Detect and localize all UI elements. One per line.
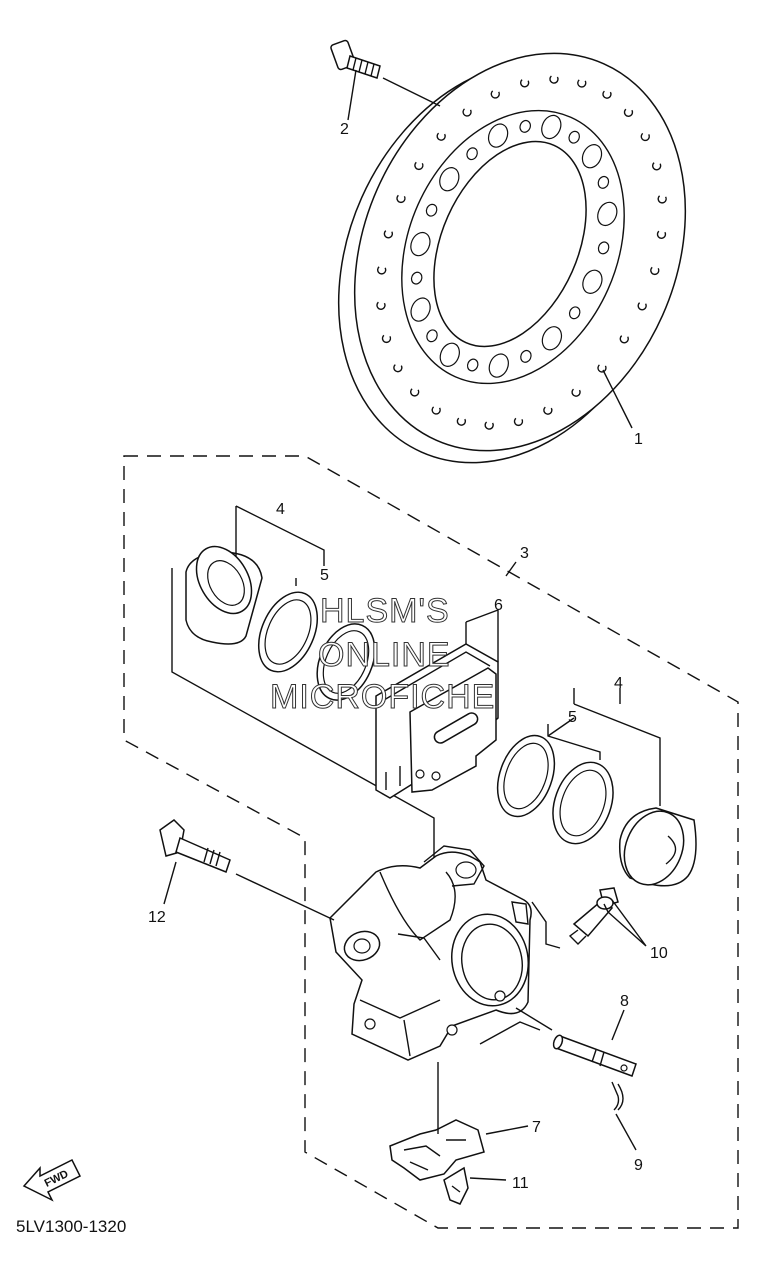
callout-6: 6 [494, 597, 503, 614]
disc-mount-hole [519, 119, 531, 133]
disc-mount-hole [439, 167, 460, 192]
disc-mount-hole [541, 114, 562, 140]
disc-mount-hole [597, 175, 610, 189]
disc-drilled-hole [436, 132, 446, 141]
watermark-line-1: HLSM'S [320, 592, 450, 630]
caliper-bolt [159, 819, 231, 873]
disc-mount-hole [582, 269, 603, 294]
pad-spring [389, 1119, 485, 1181]
disc-mount-hole [466, 147, 478, 161]
callout-4-right: 4 [614, 675, 623, 692]
disc-drilled-hole [650, 266, 660, 276]
disc-drilled-hole [623, 108, 634, 117]
callout-12: 12 [148, 909, 166, 926]
disc-drilled-hole [396, 194, 406, 204]
callout-8: 8 [620, 993, 629, 1010]
bleed-screw [568, 887, 619, 945]
disc-drilled-hole [431, 406, 441, 415]
watermark-line-2: ONLINE [318, 636, 451, 674]
disc-mount-hole [597, 241, 610, 255]
diagram-part-code: 5LV1300-1320 [16, 1217, 126, 1236]
callout-10: 10 [650, 945, 668, 962]
callout-11: 11 [512, 1175, 529, 1192]
callout-4-left: 4 [276, 501, 285, 518]
callout-2: 2 [340, 121, 349, 138]
disc-mount-hole [568, 130, 580, 144]
callout-5-left: 5 [320, 567, 329, 584]
disc-mount-hole [597, 201, 618, 227]
disc-drilled-hole [490, 90, 500, 99]
disc-bolt [330, 39, 441, 121]
callout-9: 9 [634, 1157, 643, 1174]
brake-pads [375, 608, 499, 799]
disc-mount-hole [439, 342, 460, 367]
caliper-assembly-boundary [123, 455, 739, 1229]
disc-mount-hole [410, 297, 431, 322]
disc-mount-holes [410, 114, 618, 378]
disc-mount-hole [410, 231, 431, 257]
piston-seal-right [552, 761, 614, 845]
watermark: HLSM'S ONLINE MICROFICHE [270, 592, 495, 717]
disc-drilled-hole [376, 266, 387, 275]
disc-drilled-hole [393, 364, 403, 373]
disc-drilled-hole [657, 195, 667, 204]
callout-3: 3 [520, 545, 529, 562]
brake-disc [337, 52, 687, 464]
watermark-line-3: MICROFICHE [270, 678, 495, 716]
disc-drilled-hole [651, 162, 662, 171]
disc-mount-hole [410, 271, 423, 285]
piston-right [618, 807, 697, 887]
dust-seal-right [496, 734, 556, 818]
disc-drilled-hole [513, 417, 524, 427]
disc-drilled-hole [571, 388, 581, 397]
disc-mount-hole [487, 123, 509, 148]
dust-seal-left [316, 623, 376, 701]
callout-1: 1 [634, 431, 643, 448]
disc-drilled-hole [456, 417, 467, 426]
disc-mount-hole [541, 326, 563, 351]
disc-drilled-hole [637, 302, 647, 311]
caliper-body [329, 845, 532, 1061]
disc-mount-hole [520, 349, 532, 363]
piston-seal-left [257, 591, 319, 673]
disc-drilled-hole [381, 334, 392, 344]
disc-drilled-hole [409, 388, 420, 397]
disc-drilled-hole [597, 364, 607, 373]
pad-pin [552, 1034, 637, 1077]
disc-mount-hole [466, 358, 479, 372]
disc-mount-hole [426, 329, 438, 343]
disc-drilled-hole [602, 90, 612, 99]
callout-5-right: 5 [568, 709, 577, 726]
disc-drilled-hole [376, 301, 386, 310]
callout-7: 7 [532, 1119, 541, 1136]
disc-drilled-hole [484, 421, 494, 430]
pad-support [443, 1166, 469, 1205]
fwd-arrow-icon: FWD [22, 1158, 82, 1202]
disc-mount-hole [568, 306, 581, 320]
disc-drilled-hole [383, 230, 394, 239]
pin-clip [611, 1081, 624, 1111]
piston-left [185, 545, 263, 645]
disc-drilled-hole [640, 132, 650, 142]
disc-drilled-hole [462, 108, 472, 117]
disc-mount-hole [581, 144, 603, 169]
disc-drilled-hole [519, 79, 530, 88]
disc-drilled-hole [549, 75, 559, 84]
disc-drilled-hole [543, 406, 553, 415]
disc-mount-hole [488, 353, 509, 378]
disc-drilled-hole [414, 161, 424, 171]
disc-drilled-hole [619, 335, 629, 344]
disc-mount-hole [425, 203, 438, 217]
disc-drilled-holes [376, 75, 667, 430]
disc-drilled-hole [577, 79, 587, 88]
disc-drilled-hole [656, 230, 667, 239]
